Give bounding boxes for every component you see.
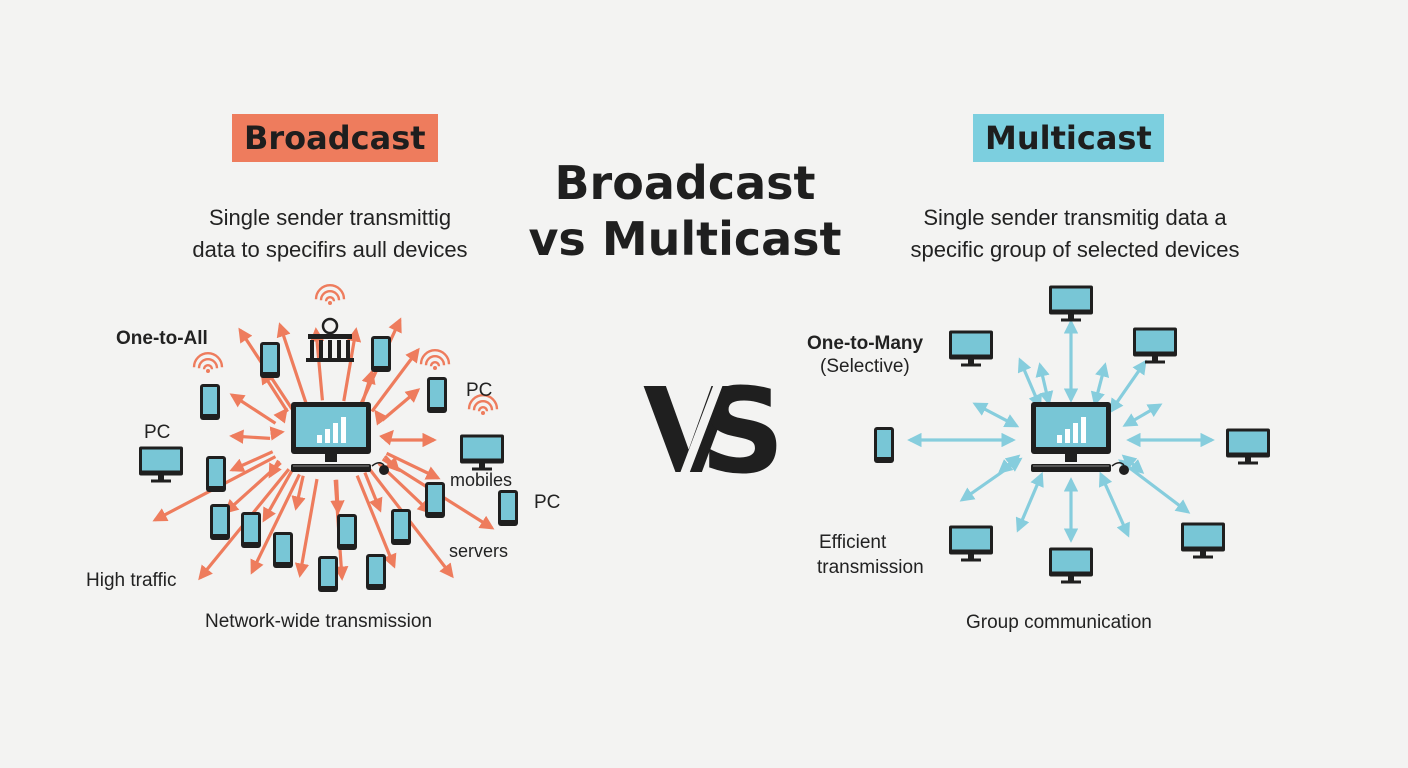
smartphone-icon <box>366 554 386 590</box>
multicast-footer-label: Group communication <box>966 612 1152 633</box>
broadcast-arrow <box>291 475 306 511</box>
broadcast-arrow <box>262 470 294 523</box>
multicast-arrow <box>1017 357 1042 409</box>
smartphone-icon <box>391 509 411 545</box>
multicast-arrow <box>1035 362 1054 406</box>
broadcast-arrow <box>276 322 308 404</box>
one-to-all-label: One-to-All <box>116 328 208 349</box>
broadcast-devices <box>139 284 518 592</box>
multicast-arrow <box>1015 471 1044 533</box>
smartphone-icon <box>318 556 338 592</box>
broadcast-badge: Broadcast <box>232 114 438 162</box>
wifi-signal-icon <box>467 394 499 415</box>
vs-letter-s: S <box>700 362 785 500</box>
smartphone-icon <box>273 532 293 568</box>
pc-label-top-right: PC <box>466 380 493 401</box>
smartphone-icon <box>874 427 894 463</box>
multicast-devices <box>874 285 1270 584</box>
broadcast-tower-icon <box>306 317 354 362</box>
smartphone-icon <box>337 514 357 550</box>
monitor-icon <box>949 330 993 367</box>
broadcast-arrow <box>370 347 420 413</box>
broadcast-arrow <box>381 388 421 422</box>
multicast-arrow <box>972 402 1020 428</box>
wifi-signal-icon <box>192 352 224 373</box>
one-to-many-label: One-to-Many <box>807 333 924 354</box>
broadcast-arrow <box>385 451 441 480</box>
broadcast-arrow <box>379 429 394 446</box>
broadcast-arrow <box>363 471 383 513</box>
broadcast-description-line2: data to specifirs aull devices <box>192 237 468 262</box>
multicast-arrow <box>1121 454 1145 474</box>
multicast-badge: Multicast <box>973 114 1164 162</box>
monitor-icon <box>1049 285 1093 322</box>
monitor-icon <box>1133 327 1177 364</box>
efficient-label-line1: Efficient <box>819 532 887 553</box>
vs-slash <box>664 319 748 515</box>
broadcast-arrow <box>309 327 325 401</box>
multicast-arrow <box>1122 403 1163 427</box>
monitor-icon <box>460 434 504 471</box>
page-title: Broadcast vs Multicast <box>520 155 850 267</box>
multicast-arrow <box>997 454 1021 474</box>
broadcast-arrow <box>368 468 454 579</box>
efficient-label-line2: transmission <box>817 557 924 578</box>
desktop-computer-with-signal-bars-icon <box>291 402 389 475</box>
monitor-icon <box>1181 522 1225 559</box>
broadcast-arrow <box>360 369 376 407</box>
pc-label-left: PC <box>144 422 171 443</box>
mobiles-label: mobiles <box>450 470 513 490</box>
high-traffic-label: High traffic <box>86 570 177 591</box>
broadcast-arrow <box>223 461 282 514</box>
broadcast-arrow <box>229 429 271 444</box>
monitor-icon <box>949 525 993 562</box>
smartphone-icon <box>371 336 391 372</box>
smartphone-icon <box>206 456 226 492</box>
broadcast-arrow <box>229 450 274 472</box>
wifi-signal-icon <box>314 284 346 305</box>
multicast-arrow <box>1090 362 1110 407</box>
page-title-line2: vs Multicast <box>528 212 842 266</box>
smartphone-icon <box>210 504 230 540</box>
broadcast-arrow <box>250 473 301 575</box>
pc-label-right: PC <box>534 492 561 513</box>
smartphone-icon <box>425 482 445 518</box>
multicast-arrow <box>959 457 1023 502</box>
multicast-description: Single sender transmitig data a specific… <box>850 202 1300 266</box>
broadcast-arrows <box>152 317 495 581</box>
broadcast-arrow <box>260 369 289 413</box>
multicast-arrow <box>1109 359 1147 414</box>
multicast-arrows <box>907 319 1215 543</box>
desktop-computer-with-signal-bars-icon <box>1031 402 1129 475</box>
smartphone-icon <box>241 512 261 548</box>
monitor-icon <box>139 446 183 483</box>
broadcast-arrow <box>342 327 362 402</box>
servers-label: servers <box>449 541 509 561</box>
broadcast-arrow <box>294 478 319 578</box>
broadcast-arrow <box>229 393 277 425</box>
broadcast-arrow <box>269 426 285 441</box>
multicast-arrow <box>1118 459 1191 514</box>
broadcast-description: Single sender transmittig data to specif… <box>120 202 540 266</box>
monitor-icon <box>1226 428 1270 465</box>
broadcast-arrow <box>273 407 288 424</box>
multicast-arrow <box>1098 471 1130 538</box>
selective-label: (Selective) <box>820 356 910 377</box>
smartphone-icon <box>200 384 220 420</box>
multicast-description-line1: Single sender transmitig data a <box>923 205 1227 230</box>
vs-mark: V S <box>643 319 785 515</box>
smartphone-icon <box>498 490 518 526</box>
broadcast-description-line1: Single sender transmittig <box>208 205 452 230</box>
broadcast-arrow <box>374 409 389 426</box>
page-title-line1: Broadcast <box>554 156 816 210</box>
wifi-signal-icon <box>419 349 451 370</box>
smartphone-icon <box>260 342 280 378</box>
broadcast-arrow <box>355 475 397 569</box>
monitor-icon <box>1049 547 1093 584</box>
broadcast-footer-label: Network-wide transmission <box>205 611 433 632</box>
smartphone-icon <box>427 377 447 413</box>
multicast-description-line2: specific group of selected devices <box>910 237 1240 262</box>
